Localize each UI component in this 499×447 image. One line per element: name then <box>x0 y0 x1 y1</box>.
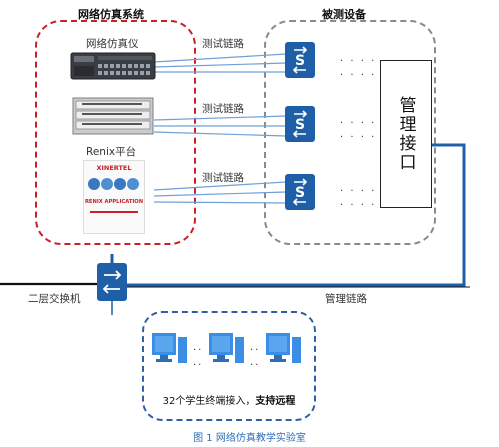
emulator-label: 网络仿真仪 <box>86 38 139 50</box>
cover-divider <box>90 211 138 213</box>
test-link-line <box>153 62 287 68</box>
management-link-line <box>120 143 466 287</box>
student-pc-icon-2 <box>209 333 244 363</box>
test-link-label-3: 测试链路 <box>202 172 244 184</box>
test-link-line <box>153 53 287 63</box>
svg-text:S: S <box>295 185 305 201</box>
dut-switch-icon-1: S <box>285 42 315 78</box>
terminal-access-bold: 支持远程 <box>255 396 296 407</box>
management-interface-box: 管理接口 <box>380 60 432 208</box>
dut-switch-icon-2: S <box>285 106 315 142</box>
management-interface-label: 管理接口 <box>395 96 416 172</box>
dots: · · · · <box>340 70 377 81</box>
student-pc-icon-1 <box>152 333 187 363</box>
platform-label: Renix平台 <box>86 146 137 158</box>
layer2-switch-label: 二层交换机 <box>28 293 81 305</box>
dots: · · · · <box>340 118 377 129</box>
network-emulator-device-icon <box>70 52 156 80</box>
terminal-dots: ·· <box>250 360 261 371</box>
renix-application-text: RENIX APPLICATION <box>84 199 144 205</box>
dots: · · · · <box>340 186 377 197</box>
left-group-title: 网络仿真系统 <box>78 8 144 21</box>
layer2-switch-icon <box>97 263 127 301</box>
test-link-line <box>153 131 287 137</box>
dots: · · · · <box>340 56 377 67</box>
test-link-line <box>153 191 287 197</box>
terminal-dots: ·· <box>250 345 261 356</box>
xinertel-logo-text: XINERTEL <box>96 164 132 172</box>
svg-text:S: S <box>295 53 305 69</box>
test-link-line <box>153 201 287 204</box>
network-emulation-system-group <box>35 20 196 245</box>
dots: · · · · <box>340 132 377 143</box>
dut-switch-icon-3: S <box>285 174 315 210</box>
student-pc-icon-3 <box>266 333 301 363</box>
management-link-label: 管理链路 <box>325 293 367 305</box>
terminal-dots: ·· <box>193 345 204 356</box>
test-link-line <box>153 181 287 191</box>
test-chassis-device-icon <box>72 97 154 135</box>
renix-application-cover: XINERTEL RENIX APPLICATION <box>83 160 145 234</box>
figure-caption: 图 1 网络仿真教学实验室 <box>193 433 306 444</box>
test-link-label-1: 测试链路 <box>202 38 244 50</box>
terminal-dots: ·· <box>193 360 204 371</box>
renix-feature-icons <box>88 178 139 190</box>
test-link-line <box>153 115 287 121</box>
dots: · · · · <box>340 200 377 211</box>
svg-text:S: S <box>295 117 305 133</box>
right-group-title: 被测设备 <box>322 8 366 21</box>
student-terminals-group <box>142 311 316 421</box>
test-link-label-2: 测试链路 <box>202 103 244 115</box>
device-under-test-group <box>264 20 436 245</box>
terminal-access-text: 32个学生终端接入，支持远程 <box>142 392 316 407</box>
terminal-access-regular: 32个学生终端接入， <box>162 396 256 407</box>
